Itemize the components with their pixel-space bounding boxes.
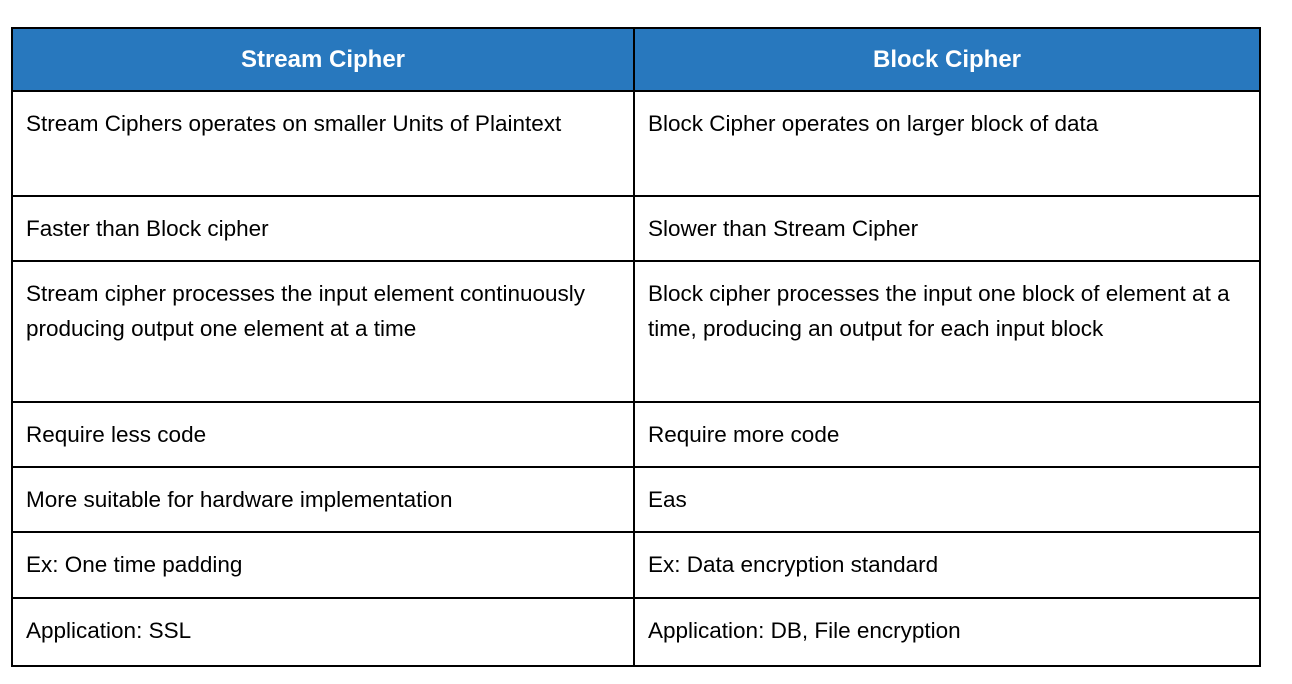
table-cell: Ex: Data encryption standard: [633, 531, 1261, 599]
table-cell: Faster than Block cipher: [11, 195, 635, 262]
header-cell-stream-cipher: Stream Cipher: [11, 27, 635, 92]
table-cell: Application: SSL: [11, 597, 635, 667]
table-cell: Application: DB, File encryption: [633, 597, 1261, 667]
header-cell-block-cipher: Block Cipher: [633, 27, 1261, 92]
table-row: Ex: One time padding Ex: Data encryption…: [11, 531, 1261, 599]
table-cell: Slower than Stream Cipher: [633, 195, 1261, 262]
table-row: Application: SSL Application: DB, File e…: [11, 597, 1261, 667]
table-header-row: Stream Cipher Block Cipher: [11, 27, 1261, 92]
table-row: Faster than Block cipher Slower than Str…: [11, 195, 1261, 262]
table-cell: Block Cipher operates on larger block of…: [633, 90, 1261, 197]
cipher-comparison-table: Stream Cipher Block Cipher Stream Cipher…: [11, 27, 1261, 667]
table-cell: Ex: One time padding: [11, 531, 635, 599]
table-cell: Require less code: [11, 401, 635, 468]
table-cell: Block cipher processes the input one blo…: [633, 260, 1261, 403]
table-cell: Stream Ciphers operates on smaller Units…: [11, 90, 635, 197]
table-row: Stream cipher processes the input elemen…: [11, 260, 1261, 403]
table-cell: Require more code: [633, 401, 1261, 468]
table-cell: Eas: [633, 466, 1261, 533]
table-row: Stream Ciphers operates on smaller Units…: [11, 90, 1261, 197]
table-row: More suitable for hardware implementatio…: [11, 466, 1261, 533]
table-cell: Stream cipher processes the input elemen…: [11, 260, 635, 403]
table-cell: More suitable for hardware implementatio…: [11, 466, 635, 533]
table-row: Require less code Require more code: [11, 401, 1261, 468]
